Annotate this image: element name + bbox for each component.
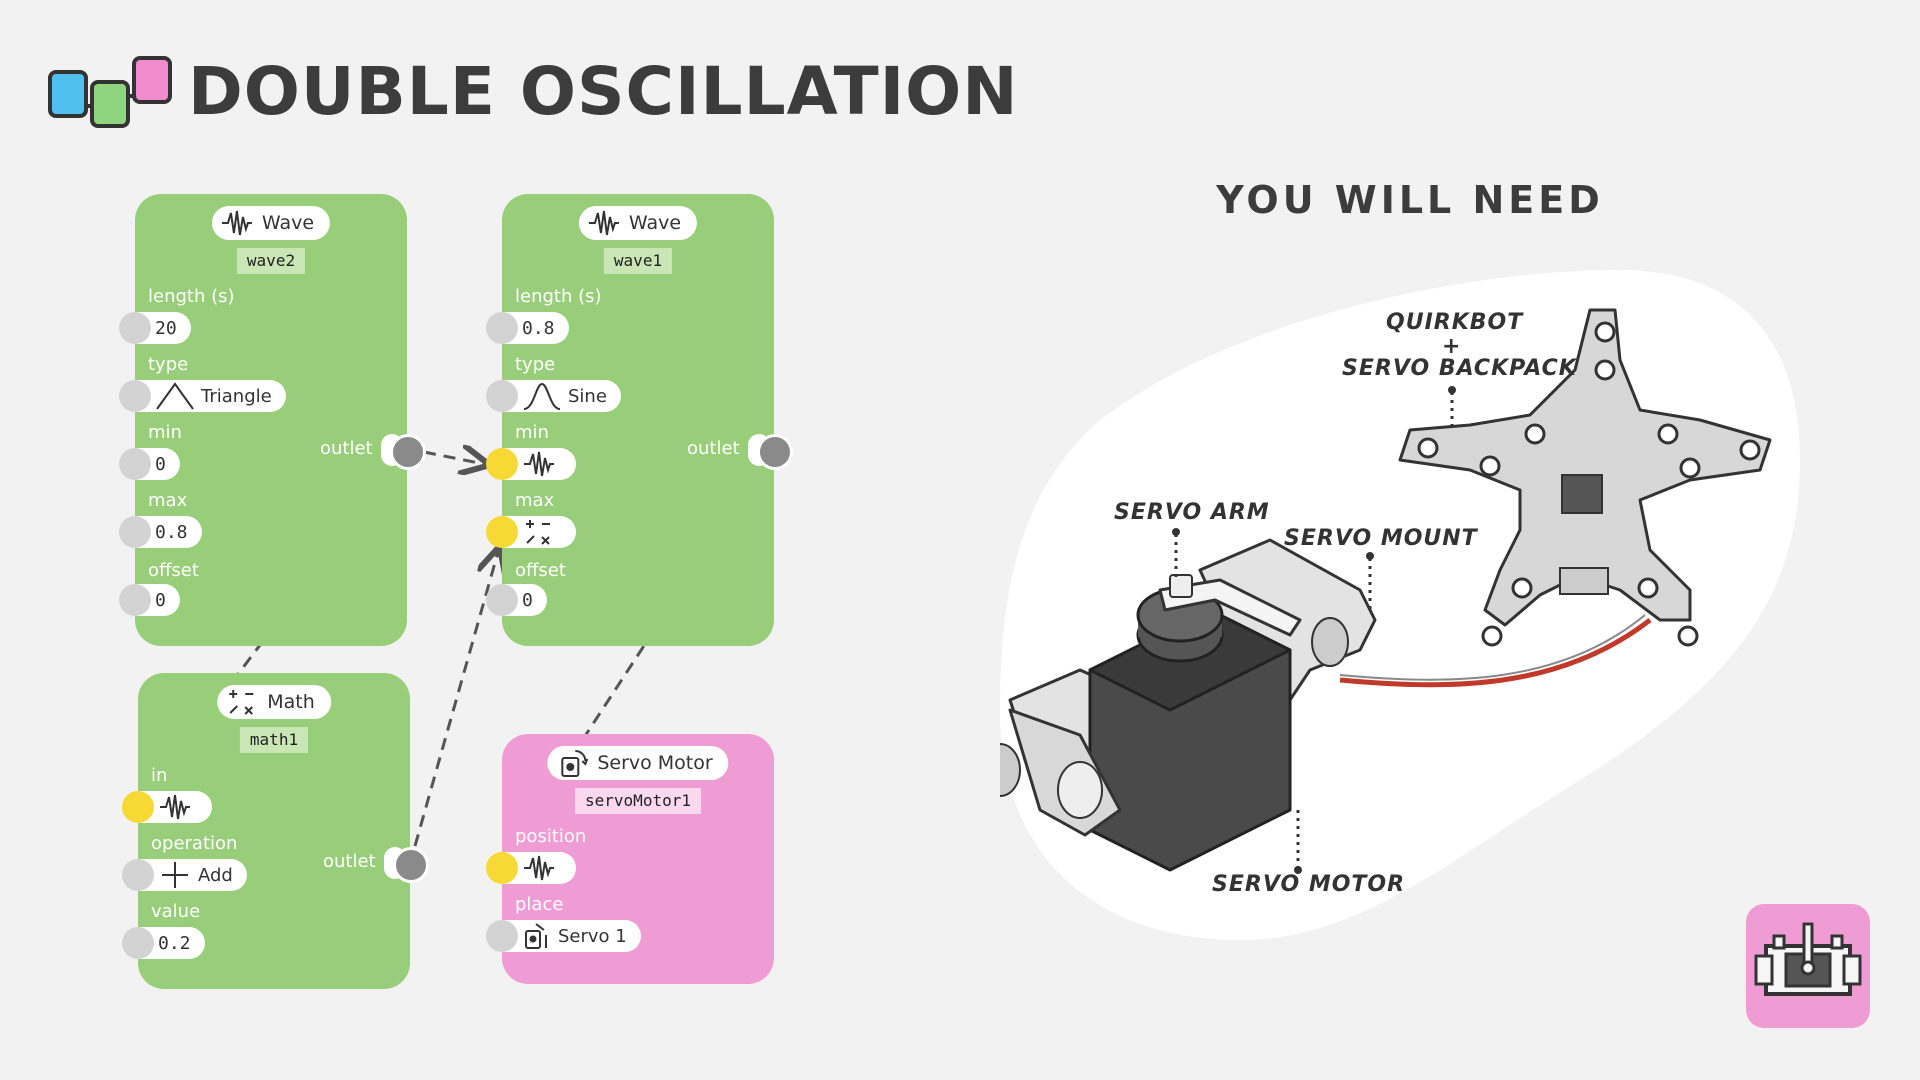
input-label-max: max: [515, 490, 555, 511]
input-label-length: length (s): [515, 286, 602, 307]
node-wave1[interactable]: Wave wave1 length (s) 0.8 type Sine min …: [486, 194, 793, 646]
inlet-value[interactable]: [122, 927, 154, 959]
input-label-type: type: [148, 354, 189, 375]
you-will-need-heading: YOU WILL NEED: [1216, 178, 1604, 222]
label-servo-mount: SERVO MOUNT: [1284, 526, 1478, 551]
node-math1[interactable]: Math math1 in operation Add value 0.2 ou…: [122, 673, 429, 989]
plus-icon: [158, 860, 192, 890]
input-label-min: min: [515, 422, 549, 443]
node-type-tag: Math: [217, 685, 331, 719]
outlet-math1[interactable]: [393, 847, 429, 883]
input-label-length: length (s): [148, 286, 235, 307]
input-label-operation: operation: [151, 833, 238, 854]
servo-motor-icon: [555, 748, 589, 778]
outlet-wave2[interactable]: [390, 434, 426, 470]
node-name[interactable]: math1: [239, 727, 309, 753]
input-label-max: max: [148, 490, 188, 511]
sine-wave-icon: [522, 381, 562, 411]
inlet-min[interactable]: [119, 448, 151, 480]
inlet-max[interactable]: [119, 516, 151, 548]
inlet-operation[interactable]: [122, 859, 154, 891]
servo-place-icon: [522, 921, 552, 951]
node-type-tag: Wave: [211, 206, 331, 240]
servo-arm: [1158, 574, 1302, 637]
servo-cable: [1339, 618, 1652, 688]
inlet-length[interactable]: [486, 312, 518, 344]
math-icon: [522, 517, 556, 547]
servo-mount-front: [1008, 708, 1122, 837]
node-type-tag: Wave: [578, 206, 698, 240]
outlet-label: outlet: [687, 438, 740, 459]
label-servo-arm: SERVO ARM: [1114, 500, 1270, 525]
node-servomotor1[interactable]: Servo Motor servoMotor1 position place S…: [486, 734, 774, 984]
triangle-wave-icon: [155, 381, 195, 411]
node-type-label: Wave: [628, 212, 682, 234]
wave-icon: [522, 854, 556, 882]
page-title: DOUBLE OSCILLATION: [188, 53, 1019, 130]
inlet-place[interactable]: [486, 920, 518, 952]
outlet-label: outlet: [320, 438, 373, 459]
wave-icon: [587, 208, 621, 238]
hardware-illustration: [1000, 308, 1772, 874]
outlet-label: outlet: [323, 851, 376, 872]
label-plus: +: [1442, 334, 1462, 359]
node-name[interactable]: wave1: [603, 248, 673, 274]
node-type-label: Math: [267, 691, 315, 713]
inlet-min-connected[interactable]: [486, 448, 518, 480]
inlet-length[interactable]: [119, 312, 151, 344]
node-type-label: Wave: [261, 212, 315, 234]
node-wave2[interactable]: Wave wave2 length (s) 20 type Triangle m…: [119, 194, 426, 646]
inlet-in-connected[interactable]: [122, 791, 154, 823]
wave-icon: [522, 450, 556, 478]
input-label-offset: offset: [515, 560, 566, 581]
label-servo-backpack: SERVO BACKPACK: [1342, 356, 1577, 381]
input-label-place: place: [515, 894, 564, 915]
math-icon: [225, 687, 259, 717]
input-label-in: in: [151, 765, 168, 786]
outlet-wave1[interactable]: [757, 434, 793, 470]
quirkbot-logo-icon: [48, 56, 172, 128]
node-type-label: Servo Motor: [597, 752, 713, 774]
node-type-tag: Servo Motor: [547, 746, 729, 780]
wave-icon: [220, 208, 254, 238]
inlet-type[interactable]: [486, 380, 518, 412]
quirkbot-board: [1398, 308, 1772, 647]
input-type[interactable]: Triangle: [121, 380, 286, 412]
input-label-type: type: [515, 354, 556, 375]
servo-motor-badge: [1746, 904, 1870, 1028]
inlet-offset[interactable]: [119, 584, 151, 616]
wave-icon: [158, 793, 192, 821]
label-quirkbot: QUIRKBOT: [1386, 310, 1524, 335]
input-label-offset: offset: [148, 560, 199, 581]
inlet-max-connected[interactable]: [486, 516, 518, 548]
wire-wave2-to-wave1-min: [423, 452, 484, 464]
servo-motor-icon: [1754, 922, 1862, 996]
inlet-position-connected[interactable]: [486, 852, 518, 884]
node-name[interactable]: servoMotor1: [575, 788, 701, 814]
input-label-min: min: [148, 422, 182, 443]
node-name[interactable]: wave2: [236, 248, 306, 274]
input-label-value: value: [151, 901, 201, 922]
servo-motor-body: [1088, 587, 1292, 872]
input-label-position: position: [515, 826, 587, 847]
inlet-offset[interactable]: [486, 584, 518, 616]
label-servo-motor: SERVO MOTOR: [1212, 872, 1406, 897]
inlet-type[interactable]: [119, 380, 151, 412]
